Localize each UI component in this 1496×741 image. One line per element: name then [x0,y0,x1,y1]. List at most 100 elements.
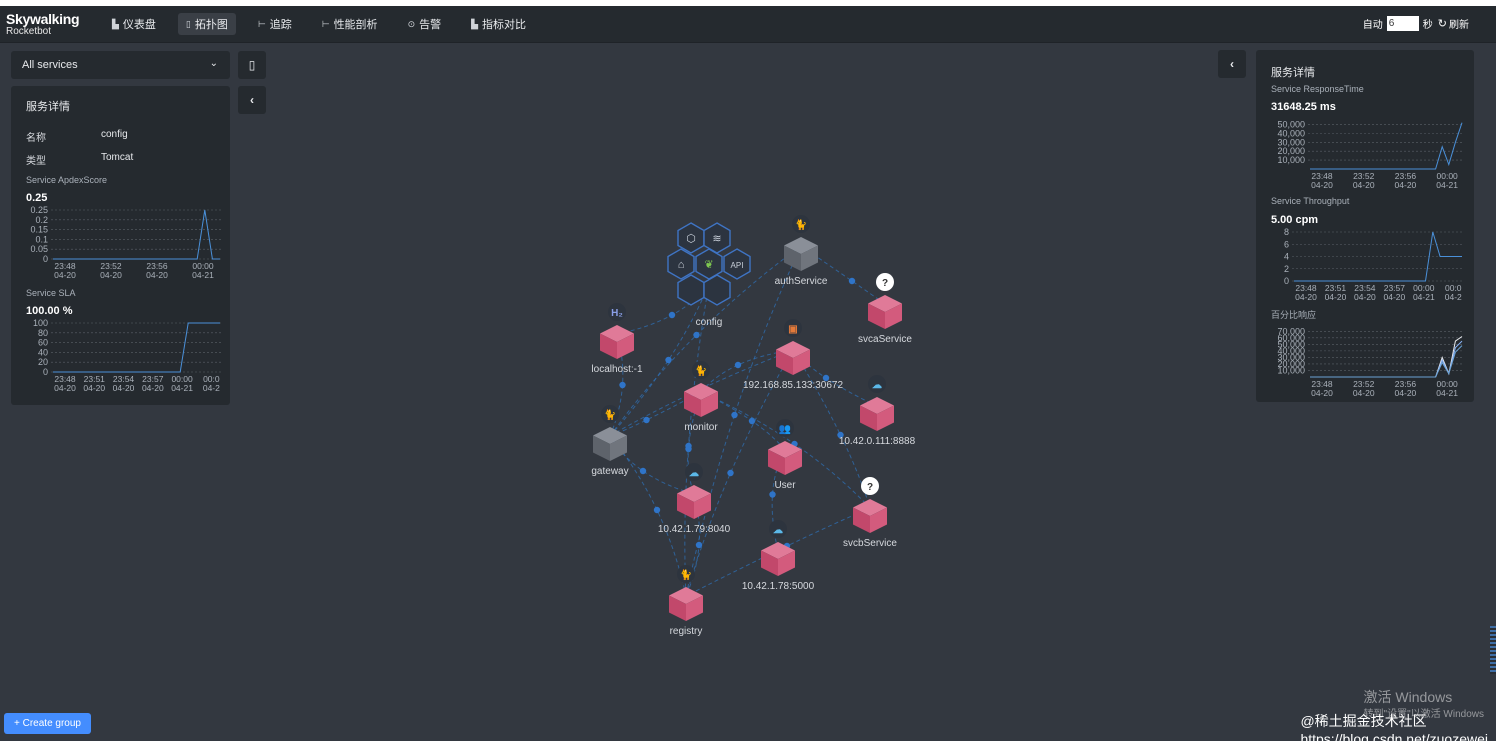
y-tick-label: 0.05 [30,244,48,254]
topology-node-authService[interactable]: 🐈authService [775,215,828,287]
tomcat-icon: 🐈 [695,364,707,377]
edge-dot [695,541,703,549]
x-tick-label: 23:56 [146,261,168,271]
cube-right [778,550,795,576]
h2-icon [608,303,626,321]
edge-dot [639,467,647,475]
nav-trace[interactable]: ⊢追踪 [250,13,300,35]
cube-left [684,391,701,417]
x-tick-label: 04-21 [1436,388,1458,398]
cube-left [853,507,870,533]
x-tick-label: 23:48 [54,374,76,384]
x-tick-label: 23:52 [100,261,122,271]
alarm-icon: ⊙ [407,18,416,29]
refresh-button[interactable]: 刷新 [1449,20,1469,31]
series-line [53,209,220,260]
y-tick-label: 0 [43,254,48,264]
left-service-panel: 服务详情 名称 config 类型 Tomcat Service ApdexSc… [11,86,230,405]
leaf-icon: ❦ [704,259,713,271]
node-label: gateway [591,466,628,477]
collapse-left-button[interactable]: ‹ [238,86,266,114]
api-icon [723,248,751,280]
auto-label: 自动 [1362,20,1383,31]
y-tick-label: 10,000 [1277,155,1305,165]
apdex-title: Service ApdexScore [26,175,108,185]
nav-alarm[interactable]: ⊙告警 [400,13,450,35]
edge-dot [848,277,856,285]
tomcat-icon: 🐈 [604,408,616,421]
x-tick-label: 00:0 [203,374,220,384]
x-tick-label: 04-20 [1311,180,1333,190]
topology-node-ip5000[interactable]: ☁10.42.1.78:5000 [742,520,815,592]
x-tick-label: 04-20 [54,270,76,280]
nav-profile[interactable]: ⊢性能剖析 [314,13,386,35]
chevron-down-icon: ⌄ [209,58,218,69]
x-tick-label: 04-21 [192,270,214,280]
throughput-title: Service Throughput [1271,196,1350,206]
x-tick-label: 23:52 [1353,379,1375,389]
edge-dot [653,506,661,514]
x-tick-label: 04-21 [1436,180,1458,190]
x-tick-label: 04-20 [54,383,76,393]
series-line [53,322,220,373]
cube-left [776,349,793,375]
cube-left [600,333,617,359]
nav-label: 告警 [419,19,442,31]
topology-node-ip30672[interactable]: ▣192.168.85.133:30672 [743,319,844,391]
x-tick-label: 23:54 [1354,283,1376,293]
topology-node-gateway[interactable]: 🐈 gateway [591,405,629,477]
y-tick-label: 70,000 [1277,326,1305,336]
blank-icon [703,274,731,306]
tomcat-icon [792,215,810,233]
collapse-right-button[interactable]: ‹ [1218,50,1246,78]
csdn-text: @稀土掘金技术社区 [1300,713,1427,729]
node-label: svcbService [843,538,897,549]
cube-right [885,303,902,329]
topology-node-user[interactable]: 👥User [768,419,802,491]
response-time-value: 31648.25 ms [1271,101,1336,113]
dashboard-icon: ▙ [112,18,119,29]
x-tick-label: 04-20 [1353,180,1375,190]
y-tick-label: 40,000 [1277,128,1305,138]
x-tick-label: 04-20 [1311,388,1333,398]
nav-topology[interactable]: ▯拓扑图 [177,13,236,35]
nav-label: 指标对比 [482,19,527,31]
trace-icon: ⊢ [257,18,266,29]
topology-node-ip8040[interactable]: ☁10.42.1.79:8040 [658,463,731,535]
y-tick-label: 0 [43,367,48,377]
node-label: 10.42.1.79:8040 [658,524,731,535]
cube-left [761,550,778,576]
profile-icon: ⊢ [321,18,330,29]
interval-input[interactable] [1386,16,1419,31]
top-bar: Skywalking Rocketbot ▙仪表盘 ▯拓扑图 ⊢追踪 ⊢性能剖析… [0,6,1496,43]
nav-comparison[interactable]: ▙指标对比 [463,13,534,35]
cloud-icon [685,463,703,481]
logo[interactable]: Skywalking Rocketbot [6,12,80,38]
topology-node-registry[interactable]: 🐈registry [669,565,703,637]
x-tick-label: 23:51 [1325,283,1347,293]
cube-right [694,493,711,519]
cube-right [617,333,634,359]
sla-title: Service SLA [26,288,76,298]
create-group-button[interactable]: + Create group [4,713,91,734]
x-tick-label: 00:00 [1413,283,1435,293]
topology-edge [685,349,794,597]
group-toggle-button[interactable]: ▯ [238,51,266,79]
topology-node-svcbService[interactable]: ?svcbService [843,477,897,549]
tomcat-icon [677,565,695,583]
nav-dashboard[interactable]: ▙仪表盘 [104,13,164,35]
x-tick-label: 04-20 [83,383,105,393]
topology-edge [609,435,687,597]
edge-dot [731,411,738,419]
refresh-icon[interactable]: ↻ [1437,18,1447,30]
csdn-url: https://blog.csdn.net/zuozewei [1300,731,1488,741]
topology-node-ip8888[interactable]: ☁10.42.0.111:8888 [839,375,916,447]
service-select[interactable]: All services ⌄ [11,51,230,79]
nav-label: 追踪 [269,19,292,31]
topology-node-svcaService[interactable]: ?svcaService [858,273,912,345]
cube-right [785,449,802,475]
topology-node-monitor[interactable]: 🐈monitor [684,361,718,433]
main-nav: ▙仪表盘 ▯拓扑图 ⊢追踪 ⊢性能剖析 ⊙告警 ▙指标对比 [104,13,548,35]
